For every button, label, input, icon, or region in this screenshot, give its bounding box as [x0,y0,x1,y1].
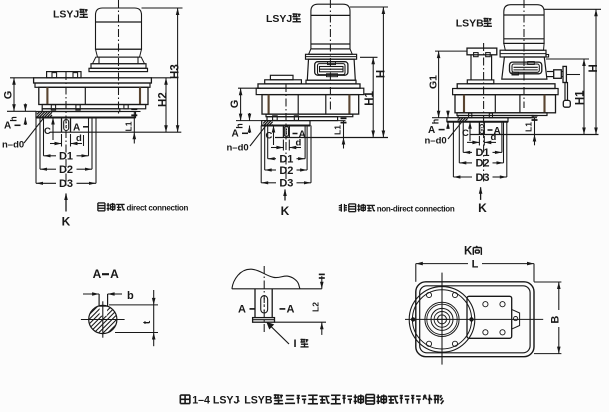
svg-text:b: b [127,290,134,302]
svg-text:non-direct connection: non-direct connection [377,204,455,213]
svg-text:K: K [478,201,487,215]
svg-text:K: K [464,246,473,258]
svg-text:H1: H1 [575,90,587,105]
svg-text:d: d [491,132,497,143]
svg-text:n–d0: n–d0 [227,143,249,154]
svg-text:B: B [550,316,562,324]
svg-text:H: H [375,70,387,78]
svg-text:D3: D3 [475,172,489,184]
svg-text:K: K [281,204,290,218]
svg-text:L: L [472,258,479,270]
svg-text:A: A [4,121,11,132]
svg-text:L1: L1 [524,122,534,132]
svg-text:A: A [73,123,80,134]
svg-text:n–d0: n–d0 [425,136,447,147]
svg-text:H3: H3 [170,64,182,79]
svg-text:C: C [44,126,51,137]
svg-text:L2: L2 [311,302,321,312]
svg-text:h: h [431,119,441,125]
svg-text:LSYB: LSYB [456,18,484,30]
svg-text:A: A [428,125,435,136]
svg-text:G: G [3,91,15,100]
svg-text:L1: L1 [124,121,134,131]
svg-text:D3: D3 [59,178,73,190]
svg-text:A: A [232,129,239,140]
svg-text:D2: D2 [475,158,489,170]
svg-text:C: C [462,128,469,139]
svg-text:C: C [266,131,273,142]
svg-text:d: d [296,138,302,149]
svg-text:D2: D2 [279,165,293,177]
svg-text:H2: H2 [158,92,170,107]
svg-text:t: t [142,320,153,324]
svg-text:G: G [229,100,241,109]
svg-text:D3: D3 [279,178,293,190]
svg-text:D2: D2 [59,164,73,176]
svg-text:d: d [76,133,82,144]
svg-text:n–d0: n–d0 [2,140,24,151]
svg-text:h: h [235,123,245,129]
svg-text:A: A [494,126,501,137]
svg-text:1–4 LSYJ: 1–4 LSYJ [192,394,239,406]
svg-text:h: h [9,116,19,122]
svg-text:A: A [110,267,119,281]
svg-text:D1: D1 [279,154,293,166]
svg-text:direct connection: direct connection [127,204,189,213]
svg-text:A: A [287,304,295,316]
svg-text:D1: D1 [475,147,489,159]
svg-text:LSYB: LSYB [244,394,273,406]
svg-text:LSYJ: LSYJ [266,13,292,25]
svg-text:H: H [588,64,600,72]
svg-text:K: K [62,215,71,229]
svg-text:A: A [299,129,306,140]
svg-text:H1: H1 [364,90,376,105]
svg-text:A: A [93,267,102,281]
svg-text:D1: D1 [59,151,73,163]
svg-text:L1: L1 [333,125,343,135]
svg-text:I: I [294,338,297,350]
svg-text:LSYJ: LSYJ [53,9,79,21]
svg-text:A: A [238,304,246,316]
svg-text:G1: G1 [427,75,439,89]
